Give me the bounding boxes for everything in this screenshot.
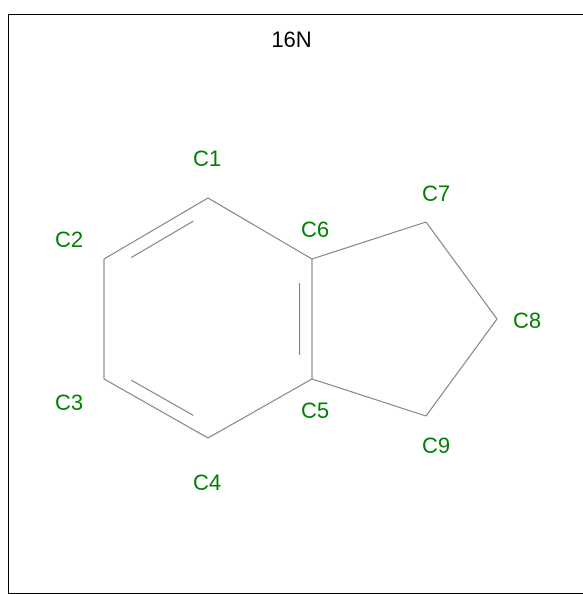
atom-label-c3: C3	[55, 390, 83, 415]
atom-label-c4: C4	[193, 470, 221, 495]
atom-label-c2: C2	[55, 227, 83, 252]
bond-c9-c5	[311, 378, 427, 417]
bond-c3-c4-inner	[130, 379, 194, 416]
bond-c6-c7	[311, 221, 427, 260]
atom-label-c6: C6	[301, 217, 329, 242]
atom-label-c9: C9	[422, 433, 450, 458]
bonds-layer	[103, 197, 498, 439]
molecule-title: 16N	[271, 27, 312, 52]
atom-label-c7: C7	[422, 181, 450, 206]
bond-c7-c8	[425, 221, 498, 320]
bond-c6-c1	[207, 197, 313, 260]
atom-label-c8: C8	[513, 308, 541, 333]
bond-c1-c2-inner	[130, 220, 194, 259]
atom-label-c1: C1	[193, 146, 221, 171]
bond-c4-c5	[207, 378, 313, 439]
atom-label-c5: C5	[301, 398, 329, 423]
bond-c8-c9	[425, 318, 498, 417]
bond-c3-c4	[103, 378, 209, 439]
bond-c1-c2	[103, 197, 209, 260]
